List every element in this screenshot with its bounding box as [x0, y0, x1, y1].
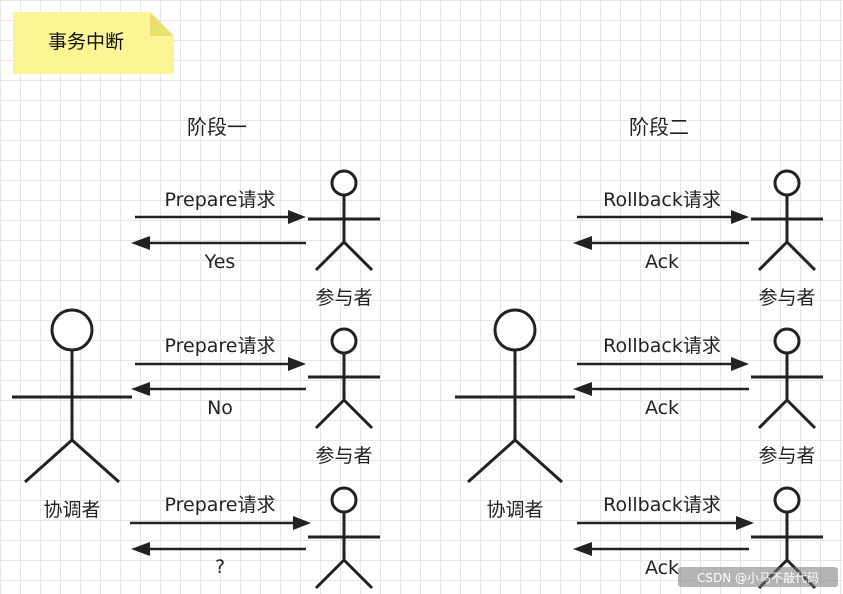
response-label: Ack: [645, 557, 679, 579]
response-arrow: [573, 542, 749, 556]
response-label: Ack: [645, 397, 679, 419]
response-label: Yes: [204, 251, 236, 273]
response-arrow: [131, 542, 306, 556]
participant-label: 参与者: [315, 445, 372, 467]
response-arrow: [131, 382, 306, 396]
response-label: ?: [215, 556, 225, 578]
participant-label: 参与者: [758, 445, 815, 467]
coordinator-label: 协调者: [486, 499, 543, 521]
request-label: Rollback请求: [603, 335, 721, 357]
request-label: Prepare请求: [165, 494, 276, 516]
request-arrow: [135, 357, 306, 371]
response-arrow: [573, 382, 749, 396]
participant-actor: [308, 327, 380, 430]
phase-one-title: 阶段一: [187, 115, 247, 139]
note-title: 事务中断: [48, 31, 124, 53]
request-arrow: [130, 516, 311, 530]
response-label: No: [207, 397, 233, 419]
sticky-note: 事务中断: [13, 12, 174, 74]
participant-actor: [751, 169, 823, 272]
request-arrow: [577, 516, 754, 530]
request-label: Rollback请求: [603, 189, 721, 211]
request-arrow: [577, 210, 749, 224]
response-arrow: [131, 236, 306, 250]
participant-label: 参与者: [315, 287, 372, 309]
watermark: CSDN @小马不敲代码: [678, 567, 838, 587]
response-label: Ack: [645, 251, 679, 273]
participant-actor: [751, 327, 823, 430]
watermark-text: CSDN @小马不敲代码: [697, 570, 819, 585]
request-label: Rollback请求: [603, 494, 721, 516]
request-arrow: [135, 210, 306, 224]
coordinator-label: 协调者: [43, 499, 100, 521]
request-label: Prepare请求: [165, 189, 276, 211]
request-label: Prepare请求: [165, 335, 276, 357]
participant-actor: [308, 169, 380, 272]
request-arrow: [577, 357, 749, 371]
participant-label: 参与者: [758, 287, 815, 309]
coordinator-actor: [455, 308, 575, 484]
participant-actor: [308, 486, 380, 590]
phase-two-title: 阶段二: [629, 115, 689, 139]
response-arrow: [573, 236, 749, 250]
coordinator-actor: [12, 308, 132, 484]
